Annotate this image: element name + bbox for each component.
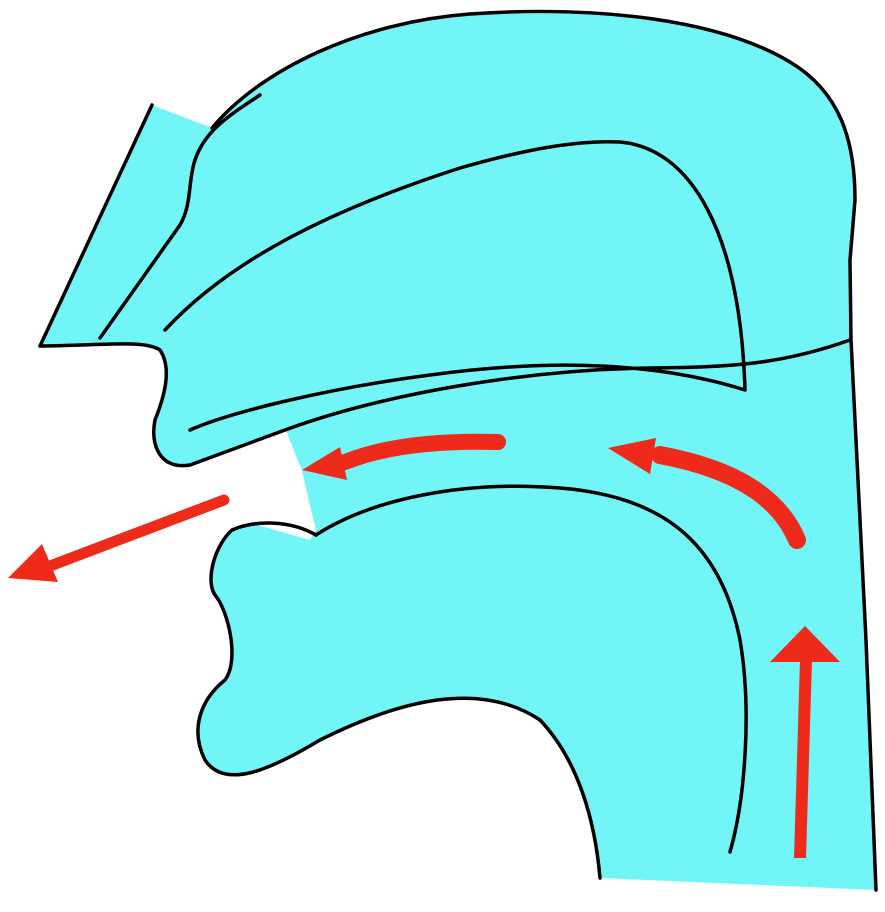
airflow-arrow-exit xyxy=(8,500,224,582)
upper-head-shape xyxy=(40,11,876,890)
